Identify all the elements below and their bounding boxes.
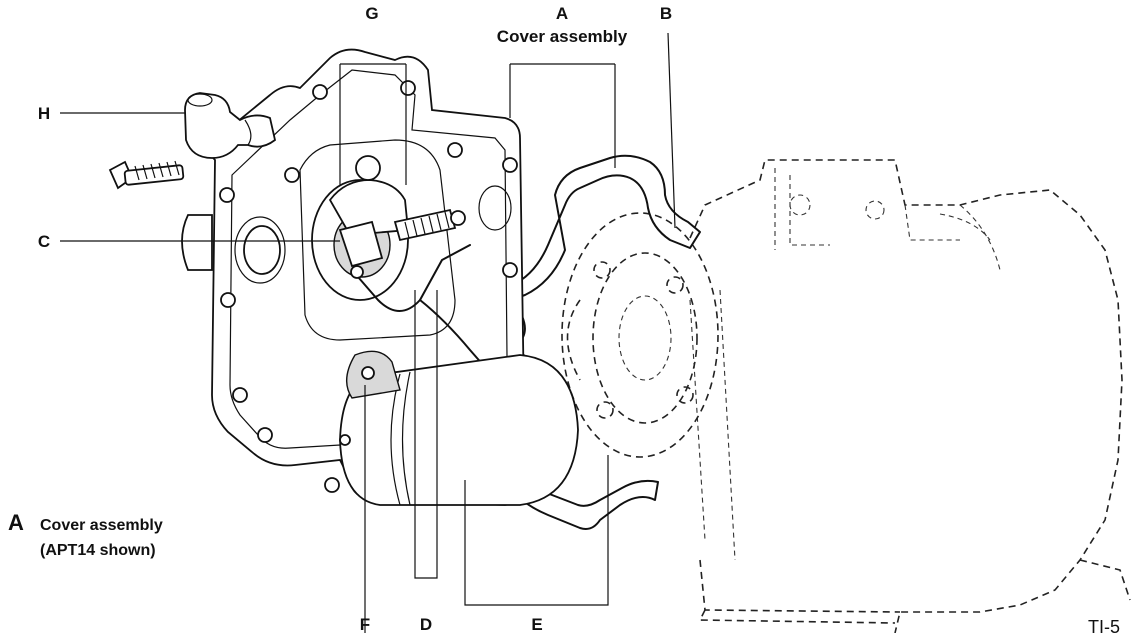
bolt (108, 160, 185, 190)
callout-e: E (531, 615, 542, 633)
caption-letter: A (8, 510, 24, 535)
solenoid-e (339, 350, 579, 506)
callout-a: A (556, 4, 568, 23)
fitting-h (184, 92, 277, 159)
leader-lines (60, 32, 676, 633)
caption-line-2: (APT14 shown) (40, 542, 156, 559)
valve-mechanism-c (311, 155, 506, 391)
pump-body-phantom (689, 159, 1131, 633)
figure-id: TI-5 (1088, 617, 1120, 633)
callout-a-name: Cover assembly (497, 27, 628, 46)
callout-h: H (38, 104, 50, 123)
callout-f: F (360, 615, 370, 633)
callout-g: G (365, 4, 378, 23)
callout-c: C (38, 232, 50, 251)
figure-caption: A Cover assembly (APT14 shown) (8, 510, 163, 559)
flange-phantom (561, 212, 719, 458)
caption-line-1: Cover assembly (40, 517, 163, 534)
callout-labels: G A Cover assembly B H C F D E (38, 4, 672, 633)
callout-d: D (420, 615, 432, 633)
callout-b: B (660, 4, 672, 23)
side-boss (181, 214, 213, 271)
